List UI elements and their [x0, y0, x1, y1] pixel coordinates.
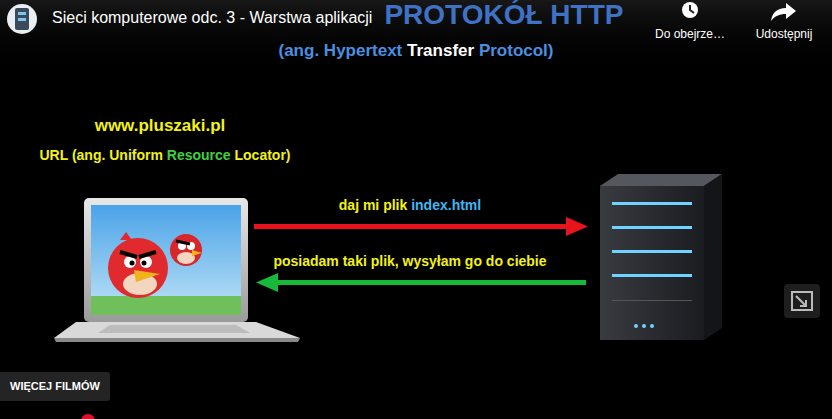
arrow-caption: daj mi plikindex.html	[339, 197, 481, 214]
slide-title: PROTOKÓŁ HTTP	[384, 0, 623, 31]
expand-icon	[784, 284, 820, 318]
top-shade	[0, 0, 832, 70]
server	[600, 174, 722, 340]
response-arrow	[256, 273, 586, 292]
progress-dot	[81, 414, 95, 419]
label-text: Hypertext	[324, 41, 402, 61]
label-text: Sieci komputerowe odc. 3 - Warstwa aplik…	[52, 8, 372, 27]
arrow-caption: posiadam taki plik, wysyłam go do ciebie	[273, 253, 546, 270]
label-text: index.html	[411, 197, 481, 214]
label-text: Do obejrze…	[655, 27, 725, 41]
label-text: Udostępnij	[756, 27, 813, 41]
label-text: Resource	[167, 147, 231, 164]
request-arrow	[254, 217, 588, 236]
clock-icon	[682, 2, 698, 18]
label-text: posiadam taki plik, wysyłam go do ciebie	[273, 253, 546, 270]
label-text: www.pluszaki.pl	[95, 116, 226, 136]
share-icon	[771, 3, 796, 21]
label-text: (ang.	[279, 41, 320, 61]
title-text: PROTOKÓŁ HTTP	[384, 0, 623, 31]
video-title: Sieci komputerowe odc. 3 - Warstwa aplik…	[52, 8, 372, 27]
label-text: Protocol)	[479, 41, 554, 61]
channel-avatar	[7, 4, 37, 34]
button-caption: Udostępnij	[756, 27, 813, 41]
subtitle: (ang.HypertextTransferProtocol)	[279, 41, 554, 61]
url-definition: URL (ang. Uniform ResourceLocator)	[39, 147, 290, 164]
button-caption: Do obejrze…	[655, 27, 725, 41]
laptop	[54, 198, 300, 342]
bird	[108, 232, 168, 298]
label-text: daj mi plik	[339, 197, 407, 214]
label-text: URL (ang. Uniform	[39, 147, 162, 164]
bird	[170, 234, 202, 266]
label-text: Locator)	[235, 147, 291, 164]
label-text: Transfer	[407, 41, 474, 61]
url-example: www.pluszaki.pl	[95, 116, 226, 136]
label-text: WIĘCEJ FILMÓW	[10, 380, 100, 393]
more-videos-button: WIĘCEJ FILMÓW	[0, 372, 110, 401]
